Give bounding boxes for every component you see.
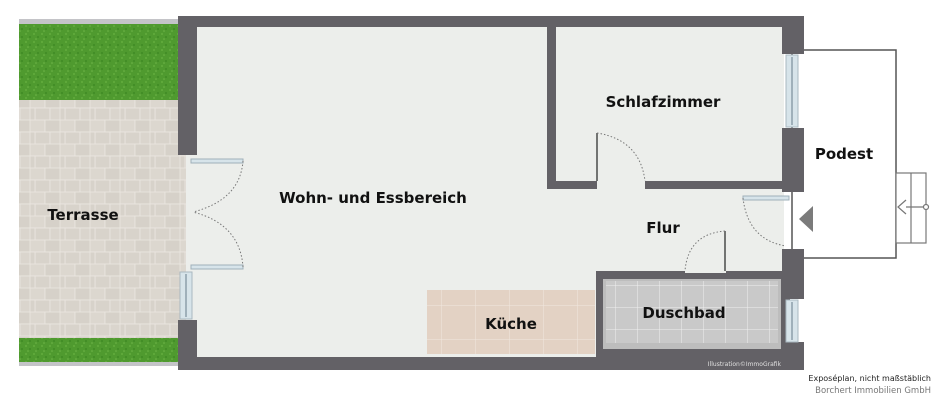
- grass-bottom: [19, 338, 179, 362]
- entrance-arrow-icon: [799, 206, 813, 232]
- room-label-schlafzimmer: Schlafzimmer: [606, 93, 721, 111]
- room-label-terrasse: Terrasse: [47, 206, 118, 224]
- bedroom-door: [596, 132, 646, 182]
- room-label-kueche: Küche: [485, 315, 537, 333]
- scale-note: Exposéplan, nicht maßstäblich: [808, 374, 931, 383]
- windows: [179, 54, 799, 343]
- terrace-door: [190, 158, 244, 270]
- terrace-paving: [19, 100, 187, 338]
- bath-door: [684, 230, 726, 272]
- company-name: Borchert Immobilien GmbH: [815, 386, 931, 396]
- stairs: [895, 172, 930, 244]
- kitchen-floor: [427, 290, 595, 354]
- room-label-flur: Flur: [646, 219, 680, 237]
- illustration-credit: Illustration©ImmoGrafik: [708, 361, 782, 368]
- room-label-podest: Podest: [815, 145, 873, 163]
- grass-top: [19, 24, 179, 100]
- walls: [178, 16, 804, 370]
- bath-floor: [606, 281, 778, 343]
- room-label-wohn: Wohn- und Essbereich: [279, 189, 467, 207]
- terrace: [19, 19, 187, 366]
- room-label-duschbad: Duschbad: [642, 304, 725, 322]
- entrance-door: [742, 195, 790, 247]
